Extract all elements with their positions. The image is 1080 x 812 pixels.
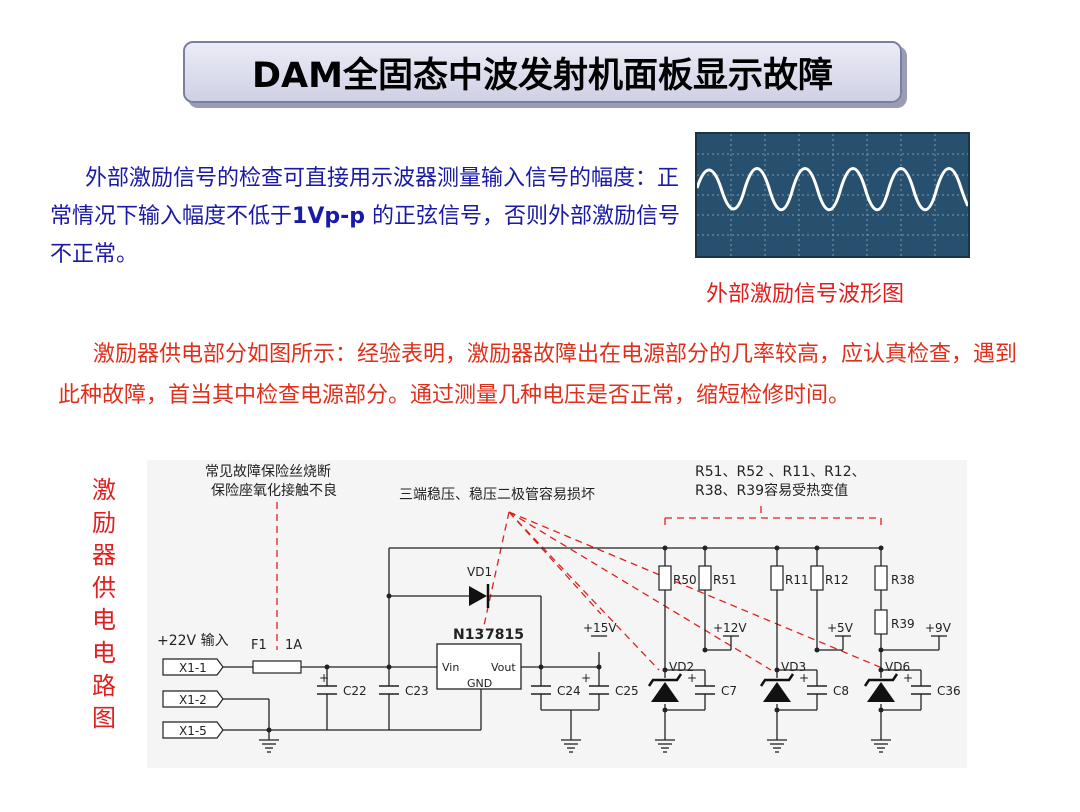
connector-x1-1-label: X1-1 bbox=[179, 661, 207, 675]
sine-trace bbox=[695, 167, 970, 212]
capacitor-plus-signs: + + + + + bbox=[319, 671, 913, 685]
fuse-f1 bbox=[252, 660, 302, 674]
connector-x1-5-label: X1-5 bbox=[179, 724, 207, 738]
diode-vd1 bbox=[469, 586, 487, 606]
note-fuse-line1: 常见故障保险丝烧断 bbox=[205, 464, 331, 480]
zener-vd3 bbox=[759, 673, 795, 702]
vertical-label: 激励器供电电路图 bbox=[92, 476, 116, 733]
zener-vd2 bbox=[647, 673, 683, 702]
connector-x1-2-label: X1-2 bbox=[179, 693, 207, 707]
vd6-label: VD6 bbox=[885, 660, 910, 674]
c23-label: C23 bbox=[405, 684, 429, 698]
connector-x1-1: X1-1 bbox=[162, 658, 224, 676]
r12-label: R12 bbox=[825, 573, 849, 587]
note-fuse-line2: 保险座氧化接触不良 bbox=[211, 482, 337, 499]
connector-x1-2: X1-2 bbox=[162, 690, 224, 708]
r39-label: R39 bbox=[891, 617, 915, 631]
schematic-svg: 常见故障保险丝烧断 保险座氧化接触不良 三端稳压、稳压二极管容易损坏 R51、R… bbox=[157, 464, 961, 753]
rail-5v: +5V bbox=[827, 621, 854, 635]
ground-symbols bbox=[259, 739, 891, 753]
pin-gnd: GND bbox=[467, 677, 492, 690]
regulator-name: N13 bbox=[453, 627, 484, 643]
c22-label: C22 bbox=[343, 684, 367, 698]
fuse-name: F1 bbox=[251, 638, 267, 653]
r51-label: R51 bbox=[713, 573, 737, 587]
svg-text:+: + bbox=[903, 671, 913, 685]
svg-text:+: + bbox=[581, 671, 591, 685]
r50-label: R50 bbox=[673, 573, 697, 587]
resistor-symbols bbox=[658, 565, 888, 635]
svg-text:+: + bbox=[319, 671, 329, 685]
c36-label: C36 bbox=[937, 684, 961, 698]
circuit-wires bbox=[223, 547, 940, 740]
junction-dots bbox=[266, 545, 884, 733]
vd1-label: VD1 bbox=[467, 565, 492, 579]
c7-label: C7 bbox=[721, 684, 737, 698]
oscilloscope-grid bbox=[697, 134, 968, 256]
waveform-caption: 外部激励信号波形图 bbox=[706, 282, 905, 307]
waveform-svg bbox=[695, 134, 970, 256]
paragraph1-text-a: 外部激励信号的检查可直接用示波器测量输入信号的幅度：正常情况下输入幅度不低于 bbox=[50, 166, 680, 229]
c8-label: C8 bbox=[833, 684, 849, 698]
rail-12v: +12V bbox=[713, 621, 747, 635]
r11-label: R11 bbox=[785, 573, 809, 587]
connector-x1-5: X1-5 bbox=[162, 721, 224, 739]
pin-vin: Vin bbox=[442, 661, 459, 674]
rail-9v: +9V bbox=[925, 621, 952, 635]
svg-text:+: + bbox=[687, 671, 697, 685]
page-title: DAM全固态中波发射机面板显示故障 bbox=[252, 55, 833, 96]
title-banner: DAM全固态中波发射机面板显示故障 bbox=[183, 41, 902, 103]
c25-label: C25 bbox=[615, 684, 639, 698]
pin-vout: Vout bbox=[491, 661, 516, 674]
regulator-part: 7815 bbox=[485, 627, 524, 643]
paragraph-excitation-check: 外部激励信号的检查可直接用示波器测量输入信号的幅度：正常情况下输入幅度不低于1V… bbox=[50, 160, 680, 274]
regulator-7815 bbox=[436, 643, 522, 690]
capacitor-symbols bbox=[317, 685, 931, 695]
paragraph1-highlight: 1Vp-p bbox=[292, 204, 365, 229]
r38-label: R38 bbox=[891, 573, 915, 587]
c24-label: C24 bbox=[557, 684, 581, 698]
oscilloscope-waveform-image bbox=[695, 132, 970, 258]
paragraph1-text-b: 的正弦信号，否则外部激励信号不正常。 bbox=[50, 204, 680, 267]
power-supply-schematic: 常见故障保险丝烧断 保险座氧化接触不良 三端稳压、稳压二极管容易损坏 R51、R… bbox=[147, 460, 967, 768]
note-regulator: 三端稳压、稳压二极管容易损坏 bbox=[399, 486, 595, 503]
annotation-dashes bbox=[276, 502, 888, 671]
paragraph-power-supply: 激励器供电部分如图所示：经验表明，激励器故障出在电源部分的几率较高，应认真检查，… bbox=[58, 342, 1018, 408]
rail-15v: +15V bbox=[583, 621, 617, 635]
vd2-label: VD2 bbox=[669, 660, 694, 674]
fuse-rating: 1A bbox=[285, 638, 302, 653]
note-resistor-line2: R38、R39容易受热变值 bbox=[695, 482, 848, 499]
svg-text:+: + bbox=[799, 671, 809, 685]
vd3-label: VD3 bbox=[781, 660, 806, 674]
input-label: +22V 输入 bbox=[157, 633, 229, 649]
note-resistor-line1: R51、R52 、R11、R12、 bbox=[695, 464, 866, 480]
zener-vd6 bbox=[863, 673, 899, 702]
